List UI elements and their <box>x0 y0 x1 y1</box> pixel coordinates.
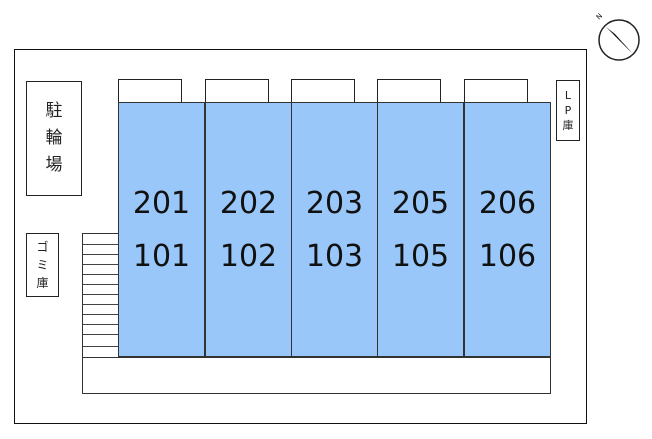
stair-step <box>83 294 120 295</box>
stair-step <box>83 254 120 255</box>
lp-char-1: L <box>564 89 572 102</box>
trash-char-3: 庫 <box>36 276 49 290</box>
stair-step <box>83 244 120 245</box>
compass-north-label: N <box>595 12 604 21</box>
stair-step <box>83 324 120 325</box>
stair-step <box>83 334 120 335</box>
parking-char-1: 駐 <box>45 101 63 121</box>
stair-step <box>83 314 120 315</box>
room-number-upper: 201 <box>132 186 191 221</box>
room-number-lower: 105 <box>391 239 450 274</box>
lp-char-2: P <box>564 104 572 117</box>
unit-column-3: 203 103 <box>291 102 378 357</box>
room-number-lower: 106 <box>478 239 537 274</box>
compass-icon: N <box>595 12 640 61</box>
unit-column-2: 202 102 <box>205 102 292 357</box>
trash-char-1: ゴ <box>36 240 49 254</box>
parking-char-3: 場 <box>45 155 63 175</box>
stair-step <box>83 274 120 275</box>
room-number-lower: 101 <box>132 239 191 274</box>
room-number-upper: 203 <box>305 186 364 221</box>
unit-column-4: 205 105 <box>377 102 464 357</box>
unit-column-1: 201 101 <box>118 102 205 357</box>
lp-gas-storage: L P 庫 <box>556 80 580 141</box>
corridor <box>82 357 551 394</box>
room-number-upper: 202 <box>219 186 278 221</box>
trash-storage: ゴ ミ 庫 <box>26 233 59 297</box>
room-number-lower: 102 <box>219 239 278 274</box>
site-boundary <box>14 49 587 424</box>
stair-step <box>83 304 120 305</box>
stair-step <box>83 284 120 285</box>
trash-char-2: ミ <box>36 258 49 272</box>
balcony <box>118 79 182 105</box>
staircase <box>82 233 120 357</box>
balcony <box>377 79 441 105</box>
unit-column-5: 206 106 <box>464 102 551 357</box>
compass-needle-shadow <box>606 27 632 53</box>
balcony <box>464 79 528 105</box>
room-number-upper: 206 <box>478 186 537 221</box>
room-number-lower: 103 <box>305 239 364 274</box>
balcony <box>291 79 355 105</box>
lp-char-3: 庫 <box>562 119 574 132</box>
stair-step <box>83 264 120 265</box>
balcony <box>205 79 269 105</box>
bicycle-parking: 駐 輪 場 <box>26 81 82 196</box>
room-number-upper: 205 <box>391 186 450 221</box>
parking-char-2: 輪 <box>45 128 63 148</box>
stair-step <box>83 346 120 347</box>
